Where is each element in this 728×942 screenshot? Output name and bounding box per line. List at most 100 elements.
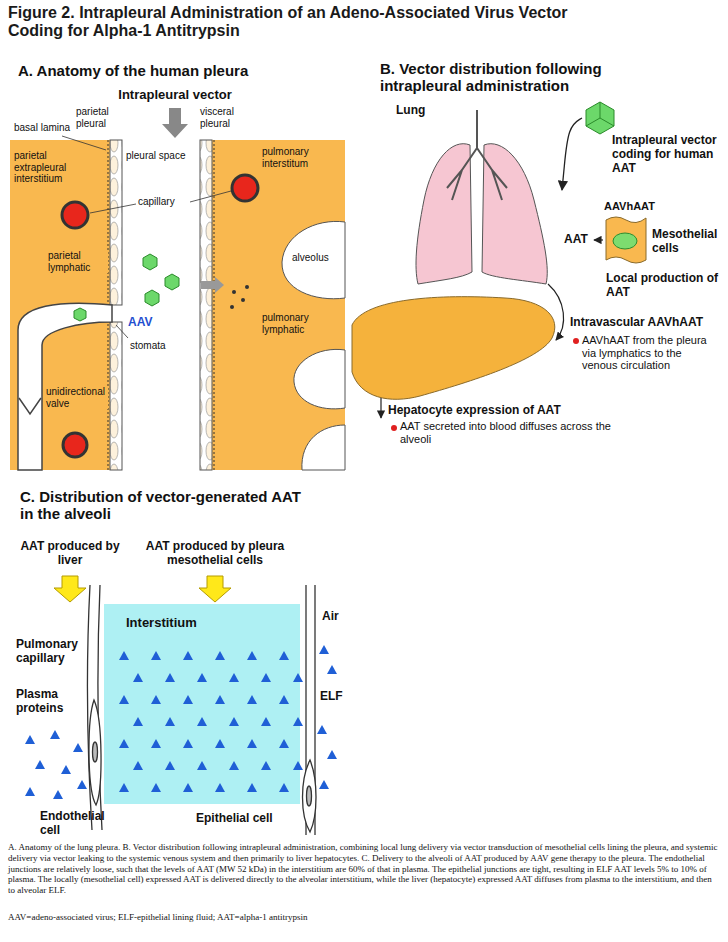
aav-particle xyxy=(145,290,159,306)
aat-triangle xyxy=(215,651,225,660)
aat-triangle xyxy=(183,739,193,748)
aat-triangle xyxy=(279,651,289,660)
region-label: Air xyxy=(322,610,362,624)
alveolus-shapes xyxy=(302,425,345,470)
panel-heading: C. Distribution of vector-generated AAT … xyxy=(20,488,310,523)
leader-line xyxy=(190,191,231,202)
pleura-tissue xyxy=(110,322,122,470)
alveolar-walls xyxy=(303,760,317,832)
lung-shape-outline xyxy=(392,100,562,290)
alveolus-shapes xyxy=(282,221,345,470)
bullet-text: AAT secreted into blood diffuses across … xyxy=(400,420,640,445)
aav-particle xyxy=(143,254,157,270)
region-label: Plasma proteins xyxy=(16,688,88,716)
lung-lobe xyxy=(416,144,472,284)
aat-triangle xyxy=(151,695,161,704)
aat-molecules xyxy=(245,285,249,289)
bullet-dot xyxy=(573,338,579,344)
aat-molecules xyxy=(230,305,234,309)
aat-triangle xyxy=(247,651,257,660)
aat-triangle xyxy=(119,739,129,748)
alveolar-walls xyxy=(93,742,98,762)
aat-triangle xyxy=(119,783,129,792)
part-name: pulmonary lymphatic xyxy=(262,312,342,335)
aat-triangle xyxy=(165,761,175,770)
aat-triangle xyxy=(35,760,45,769)
aat-triangle xyxy=(119,651,129,660)
cell-label: Epithelial cell xyxy=(196,812,296,826)
aat-triangle xyxy=(319,780,329,789)
product-label: AAT xyxy=(564,233,592,247)
bullet-dot xyxy=(391,425,397,431)
vector-nucleus: AAVhAAT xyxy=(612,232,638,250)
aat-triangle xyxy=(133,717,143,726)
region-label: ELF xyxy=(320,690,360,704)
aat-triangle xyxy=(327,750,337,759)
aat-triangle xyxy=(25,787,35,796)
aat-triangle xyxy=(247,783,257,792)
aat-triangle xyxy=(151,739,161,748)
aat-triangle xyxy=(119,695,129,704)
pleura-tissue xyxy=(214,140,215,470)
flow-connector xyxy=(562,118,582,190)
leader-line xyxy=(116,325,128,338)
aat-triangle xyxy=(327,665,337,674)
leader-line xyxy=(62,136,106,150)
aat-molecules xyxy=(201,277,224,293)
aat-triangle xyxy=(197,761,207,770)
capillary-circle xyxy=(62,202,88,228)
part-name: pulmonary interstitum xyxy=(262,146,342,169)
part-name: basal lamina xyxy=(14,122,76,134)
aat-triangle xyxy=(73,743,83,752)
part-name: capillary xyxy=(138,196,188,208)
aat-triangle xyxy=(215,739,225,748)
node-text: Intrapleural vector coding for human AAT xyxy=(612,134,718,175)
alveolar-walls xyxy=(307,786,312,806)
flow-arrow xyxy=(548,284,564,340)
lymphatic-vessel xyxy=(18,303,112,470)
aat-triangle xyxy=(151,783,161,792)
aat-triangle xyxy=(293,717,303,726)
note-text: Hepatocyte expression of AAT xyxy=(388,404,638,418)
pleura-tissue xyxy=(212,140,345,470)
part-name: visceral pleural xyxy=(200,106,252,129)
alveolus-shapes xyxy=(282,221,345,298)
aat-triangle xyxy=(25,735,35,744)
aat-molecules xyxy=(241,298,245,302)
vector-icon-shape xyxy=(586,102,614,134)
pleura-tissue xyxy=(200,140,212,470)
node-text: Interstitium xyxy=(126,616,300,631)
interstitium-band-outline xyxy=(104,604,300,804)
nucleus-shape xyxy=(613,233,637,249)
part-name: pleural space xyxy=(126,150,196,162)
abbreviation-note: AAV=adeno-associated virus; ELF-epitheli… xyxy=(8,912,720,922)
part-name: parietal lymphatic xyxy=(48,250,108,273)
aat-triangle xyxy=(77,780,87,789)
part-name: unidirectional valve xyxy=(46,386,108,409)
flow-arrow xyxy=(594,239,603,240)
interstitium-fill xyxy=(104,604,300,804)
note-text: Local production of AAT xyxy=(606,272,718,300)
bullet-text: AAVhAAT from the pleura via lymphatics t… xyxy=(582,334,720,372)
aat-triangle xyxy=(317,725,327,734)
aat-triangle xyxy=(247,739,257,748)
node-text: AAVhAAT xyxy=(604,200,655,213)
yellow-arrow xyxy=(199,576,231,602)
airway xyxy=(447,110,507,200)
aav-particle xyxy=(165,274,179,290)
vector-nucleus-outline xyxy=(612,232,638,250)
node-text: Lung xyxy=(396,104,562,118)
capillary-circle xyxy=(62,175,258,457)
figure-caption: A. Anatomy of the lung pleura. B. Vector… xyxy=(8,842,720,896)
aat-triangle xyxy=(261,673,271,682)
lung-lobe xyxy=(482,144,547,284)
aat-triangle xyxy=(50,730,60,739)
aat-triangle xyxy=(151,651,161,660)
aat-triangle xyxy=(279,739,289,748)
part-name: alveolus xyxy=(292,252,342,264)
pleura-tissue xyxy=(10,140,345,470)
figure-title: Figure 2. Intrapleural Administration of… xyxy=(8,4,608,41)
aat-triangle xyxy=(197,673,207,682)
yellow-arrow xyxy=(54,576,86,602)
aat-triangle xyxy=(53,790,63,799)
